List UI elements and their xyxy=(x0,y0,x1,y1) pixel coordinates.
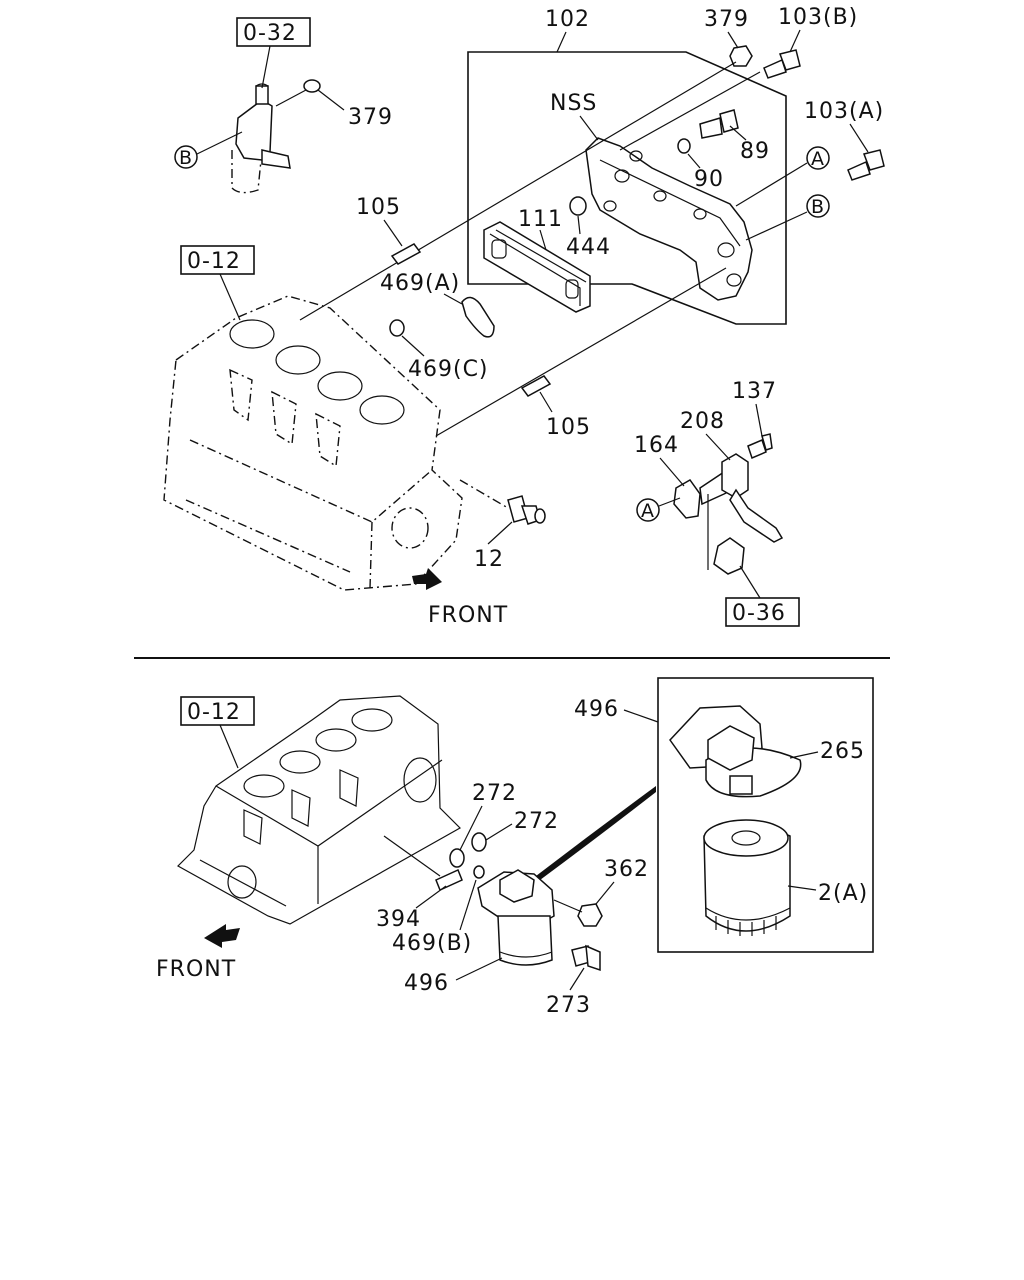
o-ring-469a xyxy=(461,296,495,338)
oil-cooler-element xyxy=(483,221,591,313)
svg-text:B: B xyxy=(179,147,193,169)
washer-90 xyxy=(677,138,691,154)
circle-a-lower xyxy=(636,498,660,522)
svg-text:A: A xyxy=(811,148,825,170)
nut-379-top xyxy=(729,45,753,67)
plug-12 xyxy=(459,479,546,525)
label-111: 111 xyxy=(518,207,563,232)
ref-box-o12-top xyxy=(180,245,255,275)
label-469c: 469(C) xyxy=(408,357,489,382)
o-ring-272-right xyxy=(471,832,487,852)
label-394: 394 xyxy=(376,907,421,932)
ref-box-o32 xyxy=(236,17,311,47)
o-ring-444 xyxy=(569,196,587,216)
ref-box-o36 xyxy=(725,597,800,627)
bolt-103b xyxy=(763,49,801,79)
svg-text:A: A xyxy=(641,500,655,522)
stud-105-upper xyxy=(390,243,422,265)
label-272-a: 272 xyxy=(472,781,517,806)
detail-pointer xyxy=(536,786,656,880)
label-12: 12 xyxy=(474,547,504,572)
label-208: 208 xyxy=(680,409,725,434)
nut-362 xyxy=(577,903,603,927)
label-137: 137 xyxy=(732,379,777,404)
circle-b-left xyxy=(174,145,198,169)
oil-cooler-cover xyxy=(585,137,753,301)
bolt-89 xyxy=(699,109,739,139)
label-469b: 469(B) xyxy=(392,931,472,956)
cylinder-block-bottom xyxy=(177,695,461,925)
front-label-top: FRONT xyxy=(428,603,508,628)
oil-cooler-assembly-outline xyxy=(467,51,787,325)
nut-379-top-left xyxy=(303,79,321,93)
label-nss: NSS xyxy=(550,91,597,116)
o-ring-272-left xyxy=(449,848,465,868)
label-103b: 103(B) xyxy=(778,5,858,30)
label-103a: 103(A) xyxy=(804,99,884,124)
ref-o12-bottom: 0-12 xyxy=(187,700,241,725)
o-ring-469c xyxy=(389,319,405,337)
cylinder-block-top xyxy=(163,295,463,591)
label-496-top: 496 xyxy=(574,697,619,722)
front-label-bottom: FRONT xyxy=(156,957,236,982)
stud-105-lower xyxy=(520,375,552,397)
oil-filter-assembly-small xyxy=(477,869,555,966)
front-arrow-bottom-icon xyxy=(204,924,240,948)
front-arrow-top-icon xyxy=(412,568,442,590)
label-2a: 2(A) xyxy=(818,881,868,906)
ref-o36: 0-36 xyxy=(732,601,786,626)
o-ring-469b xyxy=(473,865,485,879)
circle-b-right xyxy=(806,194,830,218)
label-89: 89 xyxy=(740,139,770,164)
ref-o32: 0-32 xyxy=(243,21,297,46)
oil-pipe xyxy=(673,433,784,575)
label-90: 90 xyxy=(694,167,724,192)
bolt-273 xyxy=(571,944,601,972)
label-265: 265 xyxy=(820,739,865,764)
bolt-103a xyxy=(847,149,885,181)
label-102: 102 xyxy=(545,7,590,32)
label-272-b: 272 xyxy=(514,809,559,834)
ref-box-o12-bottom xyxy=(180,696,255,726)
filter-head-265 xyxy=(669,705,802,798)
label-379-left: 379 xyxy=(348,105,393,130)
label-496-bottom: 496 xyxy=(404,971,449,996)
water-outlet-pipe xyxy=(231,83,291,194)
svg-text:B: B xyxy=(811,196,825,218)
label-362: 362 xyxy=(604,857,649,882)
label-469a: 469(A) xyxy=(380,271,460,296)
label-379-top: 379 xyxy=(704,7,749,32)
ref-o12-top: 0-12 xyxy=(187,249,241,274)
stud-394 xyxy=(435,868,463,892)
detail-box xyxy=(657,677,874,953)
circle-a-top-right xyxy=(806,146,830,170)
label-105-upper: 105 xyxy=(356,195,401,220)
label-444: 444 xyxy=(566,235,611,260)
label-164: 164 xyxy=(634,433,679,458)
label-273: 273 xyxy=(546,993,591,1018)
oil-filter-cartridge xyxy=(703,819,791,936)
label-105-lower: 105 xyxy=(546,415,591,440)
